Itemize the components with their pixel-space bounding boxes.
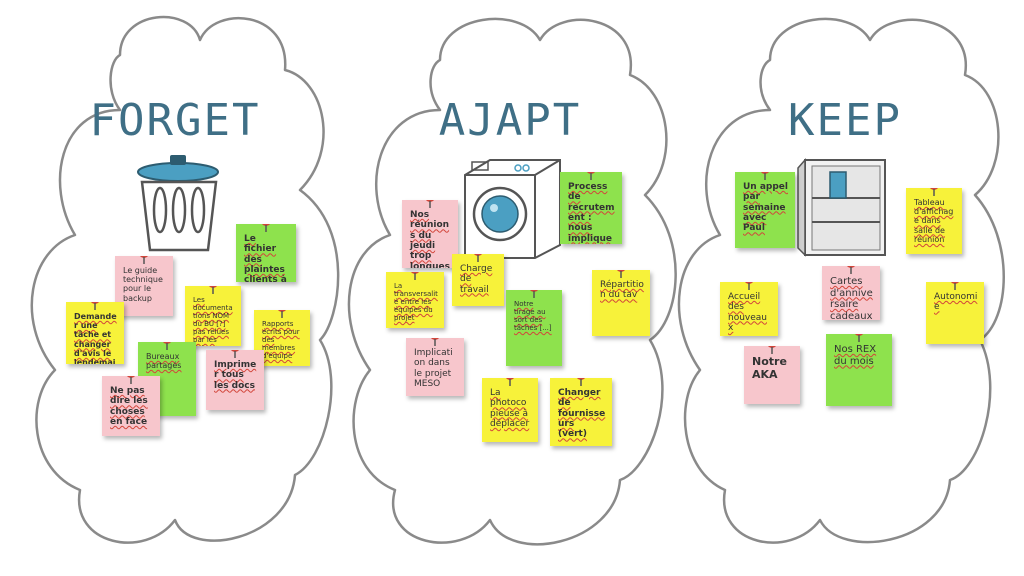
note-text: Ne pas dire les choses en face: [110, 386, 148, 428]
sticky-note-adapt-meetings[interactable]: Nos réunions du jeudi trop longues: [402, 200, 458, 268]
sticky-note-adapt-task-draw[interactable]: Notre tirage au sort des tâches [...]: [506, 290, 562, 366]
note-text: Le guide technique pour le backup: [123, 266, 163, 303]
title-adapt: AJAPT: [438, 95, 582, 146]
pushpin-icon: [163, 342, 171, 350]
pushpin-icon: [587, 172, 595, 180]
note-text: La transversalité entre les équipes du p…: [394, 282, 438, 323]
pushpin-icon: [431, 338, 439, 346]
pushpin-icon: [951, 282, 959, 290]
cloud-keep: [677, 17, 1005, 544]
note-text: Bureaux partagés: [146, 352, 182, 371]
pushpin-icon: [262, 224, 270, 232]
cloud-adapt: [347, 17, 677, 546]
sticky-note-adapt-meso[interactable]: Implication dans le projet MESO: [406, 338, 464, 396]
note-text: Nos réunions du jeudi trop longues: [410, 210, 450, 268]
note-text: Notre AKA: [752, 355, 787, 381]
note-text: Les documentations NOM du BU [?] pas rel…: [193, 296, 233, 346]
washing-machine-icon: [460, 150, 570, 264]
note-text: La photocopieuse à déplacer: [490, 388, 530, 430]
note-text: Process de recrutement : nous impliquer …: [568, 182, 615, 244]
note-text: Répartition du tav: [600, 280, 644, 301]
sticky-note-keep-weekly-call[interactable]: Un appel par semaine avec Paul: [735, 172, 795, 248]
pushpin-icon: [140, 256, 148, 264]
pushpin-icon: [231, 350, 239, 358]
pushpin-icon: [474, 254, 482, 262]
cloud-forget: [30, 15, 340, 544]
note-text: Demander une tâche et changer d'avis le …: [74, 312, 117, 364]
note-text: Autonomie: [934, 292, 978, 313]
sticky-note-forget-print-docs[interactable]: Imprimer tous les docs: [206, 350, 264, 410]
sticky-note-forget-documentation[interactable]: Les documentations NOM du BU [?] pas rel…: [185, 286, 241, 346]
note-text: Un appel par semaine avec Paul: [743, 182, 788, 234]
sticky-note-adapt-suppliers[interactable]: Changer de fournisseurs (vert): [550, 378, 612, 446]
pushpin-icon: [745, 282, 753, 290]
sticky-note-keep-board[interactable]: Tableau d'affichage dans salle de réunio…: [906, 188, 962, 254]
pushpin-icon: [617, 270, 625, 278]
note-text: Notre tirage au sort des tâches [...]: [514, 300, 552, 333]
note-text: Le fichier des plaintes clients à mainte…: [244, 234, 287, 282]
sticky-note-keep-autonomy[interactable]: Autonomie: [926, 282, 984, 344]
pushpin-icon: [855, 334, 863, 342]
note-text: Implication dans le projet MESO: [414, 348, 453, 390]
sticky-note-keep-rex[interactable]: Nos REX du mois: [826, 334, 892, 406]
sticky-note-forget-backup-guide[interactable]: Le guide technique pour le backup: [115, 256, 173, 316]
sticky-note-adapt-photocopier[interactable]: La photocopieuse à déplacer: [482, 378, 538, 442]
note-text: Imprimer tous les docs: [214, 360, 257, 391]
pushpin-icon: [847, 266, 855, 274]
title-forget: FORGET: [89, 95, 261, 146]
sticky-note-forget-change-mind[interactable]: Demander une tâche et changer d'avis le …: [66, 302, 124, 364]
sticky-note-forget-say-things[interactable]: Ne pas dire les choses en face: [102, 376, 160, 436]
sticky-note-keep-aka[interactable]: Notre AKA: [744, 346, 800, 404]
sticky-note-forget-complaints-file[interactable]: Le fichier des plaintes clients à mainte…: [236, 224, 296, 282]
title-keep: KEEP: [788, 95, 902, 146]
fridge-icon: [790, 150, 900, 264]
pushpin-icon: [930, 188, 938, 196]
sticky-note-adapt-distribution[interactable]: Répartition du tav: [592, 270, 650, 336]
pushpin-icon: [761, 172, 769, 180]
sticky-note-adapt-transversality[interactable]: La transversalité entre les équipes du p…: [386, 272, 444, 328]
sticky-note-keep-birthday-cards[interactable]: Cartes d'anniversaire cadeaux: [822, 266, 880, 320]
pushpin-icon: [426, 200, 434, 208]
pushpin-icon: [91, 302, 99, 310]
trash-can-icon: [130, 150, 230, 264]
pushpin-icon: [506, 378, 514, 386]
note-text: Tableau d'affichage dans salle de réunio…: [914, 198, 954, 244]
sticky-note-adapt-workload[interactable]: Charge de travail: [452, 254, 504, 306]
note-text: Accueil des nouveaux: [728, 292, 767, 334]
sticky-note-adapt-recruitment[interactable]: Process de recrutement : nous impliquer …: [560, 172, 622, 244]
pushpin-icon: [411, 272, 419, 280]
note-text: Nos REX du mois: [834, 344, 877, 367]
pushpin-icon: [768, 346, 776, 354]
note-text: Rapports écrits pour des membres d'équip…: [262, 320, 300, 361]
sticky-note-keep-onboarding[interactable]: Accueil des nouveaux: [720, 282, 778, 336]
pushpin-icon: [127, 376, 135, 384]
note-text: Cartes d'anniversaire cadeaux: [830, 276, 873, 320]
pushpin-icon: [577, 378, 585, 386]
pushpin-icon: [209, 286, 217, 294]
note-text: Changer de fournisseurs (vert): [558, 388, 606, 440]
note-text: Charge de travail: [460, 264, 493, 295]
pushpin-icon: [278, 310, 286, 318]
pushpin-icon: [530, 290, 538, 298]
sticky-note-forget-written-reports[interactable]: Rapports écrits pour des membres d'équip…: [254, 310, 310, 366]
